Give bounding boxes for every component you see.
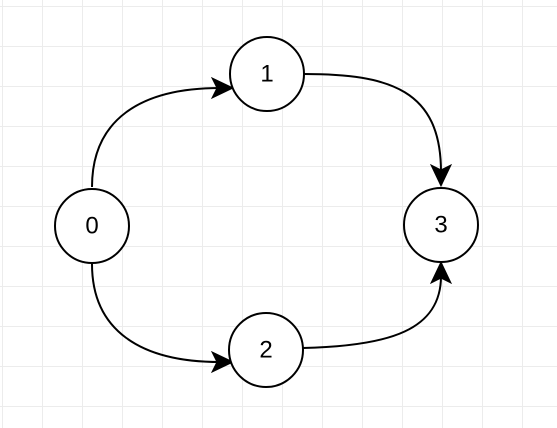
arrowhead-icon <box>429 260 453 285</box>
node-label: 3 <box>434 212 447 239</box>
edge-1-to-3[interactable] <box>303 73 453 188</box>
node-2[interactable]: 2 <box>228 312 304 388</box>
edge-0-to-2[interactable] <box>91 263 235 374</box>
node-1[interactable]: 1 <box>229 36 305 112</box>
arrowhead-icon <box>210 76 235 100</box>
arrowhead-icon <box>210 350 235 374</box>
edge-0-to-1[interactable] <box>91 76 235 188</box>
node-label: 1 <box>260 61 273 88</box>
node-label: 2 <box>259 337 272 364</box>
node-label: 0 <box>85 213 98 240</box>
edge-2-to-3[interactable] <box>302 260 453 349</box>
node-3[interactable]: 3 <box>403 187 479 263</box>
node-0[interactable]: 0 <box>54 188 130 264</box>
arrowhead-icon <box>429 163 453 188</box>
